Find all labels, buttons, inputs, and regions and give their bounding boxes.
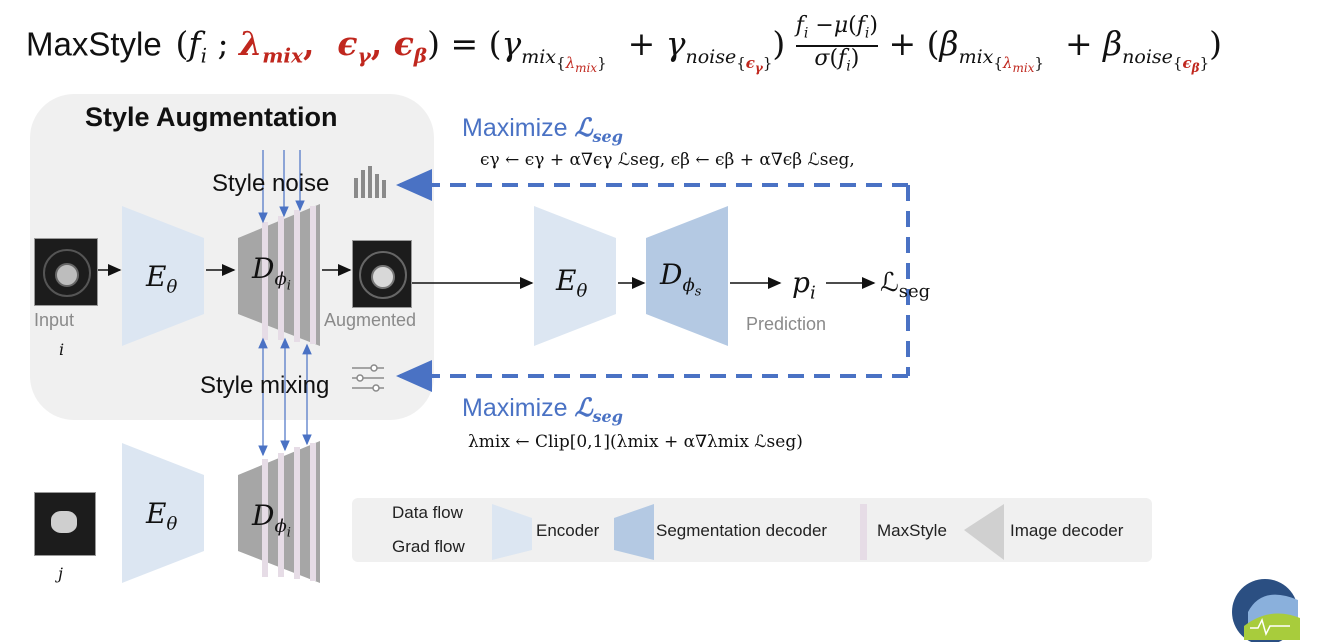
maxstyle-formula: MaxStyle (fi ; λmix, ϵγ, ϵβ) = (γmix{λmi…: [26, 13, 1222, 75]
image-decoder-1: [238, 204, 320, 346]
prediction-symbol: pi: [792, 266, 816, 304]
segmentation-loss: ℒseg: [880, 268, 931, 303]
grad-flow-loop: [396, 169, 910, 392]
maximize-label-top: Maximize ℒseg: [462, 113, 623, 146]
encoder-label-2: Eθ: [146, 497, 178, 535]
equalizer-icon: [354, 166, 386, 198]
encoder-shape-3: [534, 206, 616, 346]
second-index: j: [58, 564, 63, 583]
legend-grad-flow: Grad flow: [392, 537, 465, 556]
decoder-label-2: Dϕi: [252, 499, 291, 541]
image-decoder-2: [238, 441, 320, 583]
encoder-shape-1: [122, 206, 204, 346]
legend-data-flow: Data flow: [392, 503, 463, 522]
augmented-image: [352, 240, 412, 308]
augmented-label: Augmented: [324, 310, 417, 330]
logo-icon: [1232, 579, 1300, 642]
legend-encoder: Encoder: [536, 521, 600, 540]
legend-segmentation-decoder: Segmentation decoder: [656, 521, 828, 540]
formula-name: MaxStyle: [26, 25, 162, 63]
maximize-label-bottom: Maximize ℒseg: [462, 393, 623, 426]
input-label: Input: [34, 310, 75, 330]
encoder-label-3: Eθ: [556, 264, 588, 302]
encoder-label-1: Eθ: [146, 260, 178, 298]
legend-image-decoder: Image decoder: [1010, 521, 1124, 540]
segmentation-decoder-shape: [646, 206, 728, 346]
decoder-label-1: Dϕi: [252, 252, 291, 294]
legend-maxstyle: MaxStyle: [877, 521, 947, 540]
input-image: [34, 238, 98, 306]
style-noise-label: Style noise: [212, 170, 330, 197]
encoder-shape-2: [122, 443, 204, 583]
second-input-image: [34, 492, 96, 556]
legend: [352, 498, 1152, 562]
input-index: i: [59, 340, 65, 359]
style-mixing-label: Style mixing: [200, 372, 330, 399]
segmentation-decoder-label: Dϕs: [660, 258, 702, 300]
prediction-label: Prediction: [746, 314, 827, 334]
style-augmentation-title: Style Augmentation: [85, 102, 338, 132]
sliders-icon: [352, 364, 384, 392]
noise-update-rule: ϵγ ← ϵγ + α∇ϵγ ℒseg, ϵβ ← ϵβ + α∇ϵβ ℒseg…: [480, 150, 855, 170]
mix-update-rule: λmix ← Clip[0,1](λmix + α∇λmix ℒseg): [468, 432, 803, 452]
